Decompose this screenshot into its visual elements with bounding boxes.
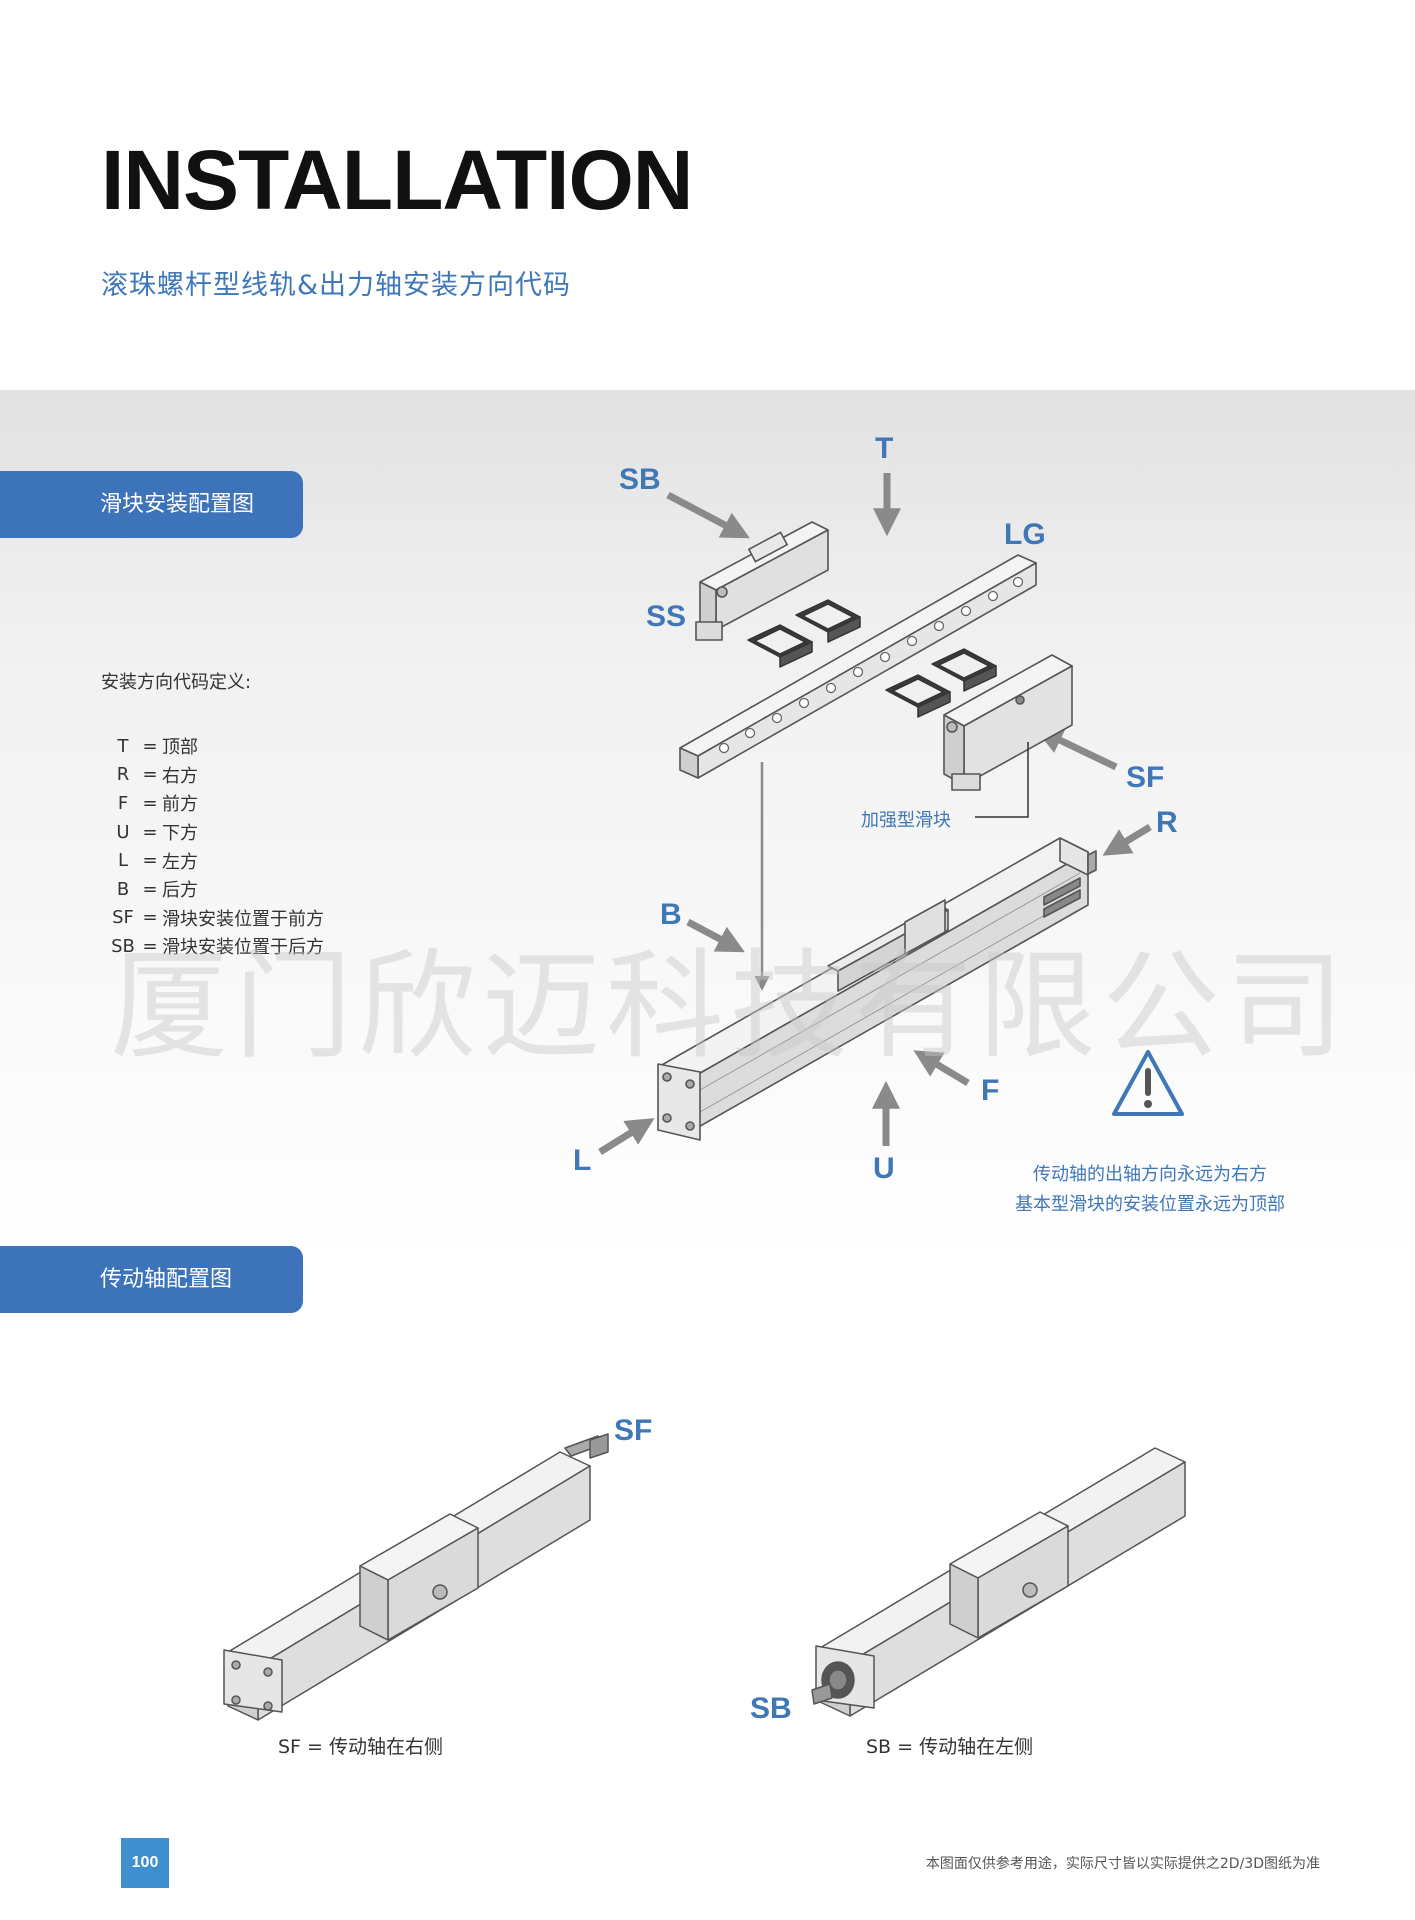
- arrow-r: [1102, 824, 1152, 856]
- definition-item: F =前方: [108, 789, 324, 818]
- section-tab-shaft-config: 传动轴配置图: [0, 1246, 303, 1313]
- arrow-l: [598, 1118, 655, 1155]
- label-r: R: [1156, 806, 1178, 839]
- watermark: 厦门欣迈科技有限公司: [110, 937, 1351, 1075]
- definition-code: B: [116, 878, 130, 900]
- section-tab-slider-config: 滑块安装配置图: [0, 471, 303, 538]
- warning-note: 传动轴的出轴方向永远为右方 基本型滑块的安装位置永远为顶部: [990, 1160, 1310, 1220]
- definition-item: U =下方: [108, 818, 324, 847]
- actuator-sf: [223, 1433, 609, 1721]
- arrow-sb: [666, 491, 750, 539]
- definition-meaning: 滑块安装位置于后方: [162, 937, 324, 959]
- label-sb: SB: [619, 463, 661, 496]
- shaft-label-sf: SF: [614, 1414, 653, 1447]
- definition-item: B =后方: [108, 875, 324, 904]
- label-lg: LG: [1004, 518, 1046, 551]
- definition-equals: =: [142, 821, 158, 843]
- definition-meaning: 后方: [162, 880, 198, 902]
- shaft-caption-sb: SB = 传动轴在左侧: [866, 1736, 1034, 1758]
- definition-code: T: [117, 735, 129, 757]
- definition-item: SF =滑块安装位置于前方: [108, 904, 324, 933]
- definition-equals: =: [142, 878, 158, 900]
- warning-icon: [1112, 1050, 1184, 1116]
- carriage-blocks: [747, 599, 997, 718]
- definition-meaning: 滑块安装位置于前方: [162, 908, 324, 930]
- definition-meaning: 右方: [162, 765, 198, 787]
- shaft-label-sb: SB: [750, 1692, 792, 1725]
- label-t: T: [875, 432, 894, 465]
- shaft-caption-sf: SF = 传动轴在右侧: [278, 1736, 443, 1758]
- definition-code: L: [117, 850, 129, 872]
- definition-code: SB: [111, 935, 135, 957]
- warning-note-line2: 基本型滑块的安装位置永远为顶部: [1015, 1194, 1285, 1215]
- definition-meaning: 前方: [162, 794, 198, 816]
- definition-item: R =右方: [108, 761, 324, 790]
- callout-line: [975, 742, 1029, 818]
- arrow-b: [686, 918, 745, 953]
- definition-code: R: [116, 764, 130, 786]
- definition-equals: =: [142, 792, 158, 814]
- label-f: F: [981, 1074, 1000, 1107]
- page-subtitle: 滚珠螺杆型线轨&出力轴安装方向代码: [101, 270, 572, 301]
- definitions-list: T=顶部 R=右方 F=前方 U=下方 L=左方 B=后方 SF=滑块安装位置于…: [108, 732, 324, 961]
- main-actuator: [657, 837, 1097, 1141]
- carriage-block: [795, 599, 861, 643]
- reinforced-slider: [943, 654, 1073, 791]
- definition-code: U: [116, 821, 130, 843]
- label-ss: SS: [646, 600, 687, 633]
- carriage-block: [747, 624, 813, 668]
- label-sf: SF: [1126, 761, 1165, 794]
- definition-equals: =: [142, 935, 158, 957]
- definition-item: SB =滑块安装位置于后方: [108, 932, 324, 961]
- definition-equals: =: [142, 735, 158, 757]
- definitions-title: 安装方向代码定义:: [101, 672, 252, 693]
- slider-ss: [695, 521, 829, 641]
- arrow-f: [913, 1050, 970, 1087]
- label-u: U: [873, 1152, 895, 1185]
- label-l: L: [573, 1144, 592, 1177]
- warning-note-line1: 传动轴的出轴方向永远为右方: [1033, 1164, 1267, 1185]
- carriage-block: [885, 674, 951, 718]
- definition-meaning: 下方: [162, 823, 198, 845]
- definition-code: SF: [112, 907, 134, 929]
- definition-meaning: 左方: [162, 851, 198, 873]
- linear-guide-rail: [679, 554, 1037, 779]
- actuator-sb: [811, 1447, 1186, 1717]
- reinforced-slider-caption: 加强型滑块: [861, 810, 951, 831]
- page-title: INSTALLATION: [101, 133, 693, 227]
- definition-equals: =: [142, 907, 158, 929]
- definition-equals: =: [142, 850, 158, 872]
- arrow-sf: [1034, 727, 1118, 771]
- carriage-block: [931, 648, 997, 692]
- definition-equals: =: [142, 764, 158, 786]
- definition-item: L =左方: [108, 846, 324, 875]
- definition-item: T =顶部: [108, 732, 324, 761]
- page-number: 100: [121, 1838, 169, 1888]
- label-b: B: [660, 898, 682, 931]
- definition-code: F: [117, 792, 129, 814]
- footer-disclaimer: 本图面仅供参考用途，实际尺寸皆以实际提供之2D/3D图纸为准: [925, 1856, 1320, 1872]
- definition-meaning: 顶部: [162, 737, 198, 759]
